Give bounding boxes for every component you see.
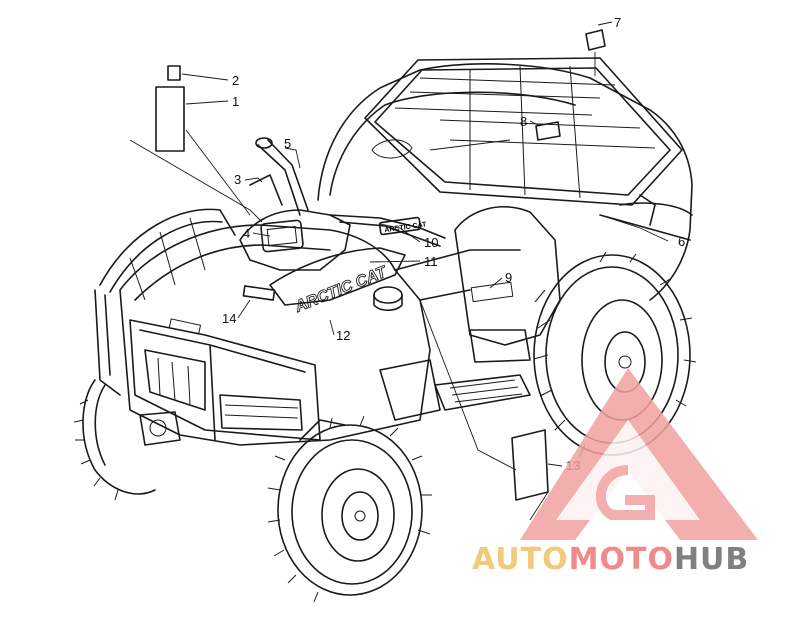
callout-14: 14 (222, 311, 236, 326)
callout-11: 11 (424, 254, 438, 269)
footrest (379, 329, 531, 421)
winch (139, 411, 181, 446)
callout-10: 10 (424, 235, 438, 250)
tank-script-decal: ARCTIC CAT (292, 263, 390, 316)
callout-2: 2 (232, 73, 239, 88)
callout-12: 12 (336, 328, 350, 343)
callout-3: 3 (234, 172, 241, 187)
decal-sheet-7 (585, 29, 606, 51)
watermark-text: AUTOMOTOHUB (472, 542, 749, 577)
callout-4: 4 (243, 226, 250, 241)
decal-sheet-13 (511, 429, 549, 501)
decal-sheet-1 (155, 86, 185, 152)
decal-sheet-8 (535, 121, 561, 141)
front-right-wheel (267, 415, 432, 603)
watermark-moto: MOTO (569, 542, 674, 577)
front-left-wheel (73, 379, 156, 501)
rear-fender (317, 63, 693, 346)
front-fender (119, 224, 521, 446)
handlebar-console (239, 137, 446, 306)
front-bumper (129, 318, 321, 441)
watermark-hub: HUB (674, 542, 749, 577)
callout-5: 5 (284, 136, 291, 151)
watermark-auto: AUTO (472, 542, 569, 577)
callout-6: 6 (678, 234, 685, 249)
hood-decal (242, 285, 276, 301)
rear-rack (364, 57, 683, 226)
callout-9: 9 (505, 270, 512, 285)
front-rack (94, 208, 236, 396)
callout-1: 1 (232, 94, 239, 109)
decal-sheets (155, 29, 606, 501)
callout-7: 7 (614, 15, 621, 30)
automotohub-watermark (520, 368, 758, 540)
decal-sheet-2 (167, 65, 181, 81)
callout-8: 8 (520, 114, 527, 129)
callout-labels: 2 1 5 3 4 7 8 6 9 10 11 12 14 13 (222, 15, 685, 473)
frame-decal (378, 216, 422, 236)
leader-lines (129, 21, 669, 521)
